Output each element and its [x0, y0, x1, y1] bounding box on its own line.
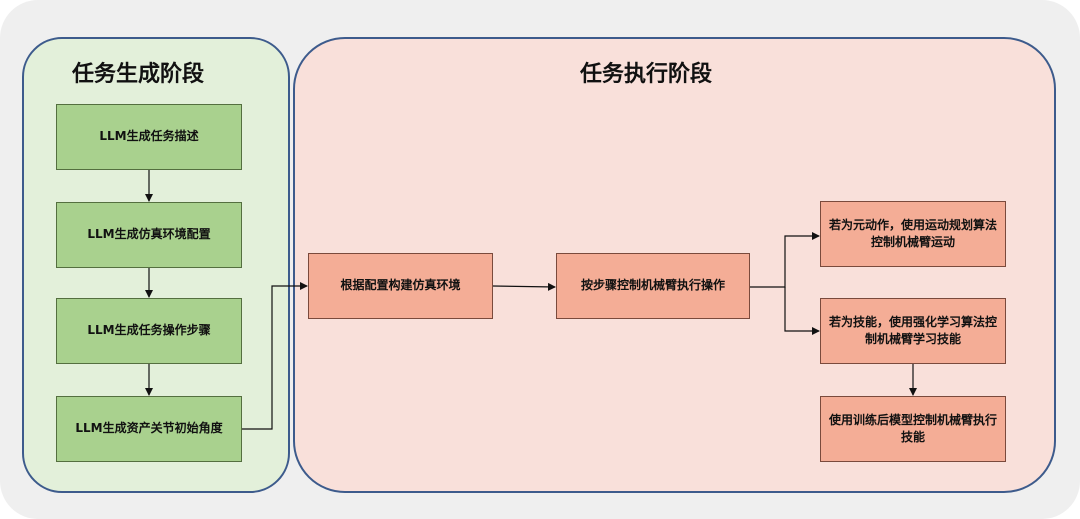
- task-execution-title: 任务执行阶段: [580, 62, 713, 87]
- step-generate-operation-steps: LLM生成任务操作步骤: [56, 298, 242, 364]
- step-execute-arm-operations: 按步骤控制机械臂执行操作: [556, 253, 750, 319]
- branch-primitive-motion-planning: 若为元动作，使用运动规划算法控制机械臂运动: [820, 201, 1006, 267]
- arrow-execute-to-skill: [784, 287, 820, 335]
- step-generate-joint-init-angles: LLM生成资产关节初始角度: [56, 396, 242, 462]
- arrow-execute-to-primitive: [750, 232, 820, 288]
- step-generate-sim-env-config: LLM生成仿真环境配置: [56, 202, 242, 268]
- task-generation-title: 任务生成阶段: [72, 62, 205, 87]
- step-generate-task-description: LLM生成任务描述: [56, 104, 242, 170]
- arrow-gen-to-build-env: [242, 282, 308, 430]
- branch-skill-rl-learning: 若为技能，使用强化学习算法控制机械臂学习技能: [820, 298, 1006, 364]
- step-execute-trained-skill: 使用训练后模型控制机械臂执行技能: [820, 396, 1006, 462]
- step-build-sim-env: 根据配置构建仿真环境: [308, 253, 493, 319]
- arrow-build-to-execute: [492, 282, 556, 291]
